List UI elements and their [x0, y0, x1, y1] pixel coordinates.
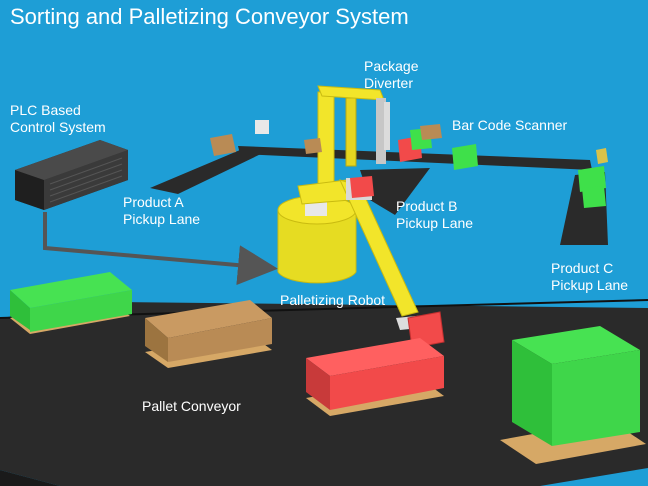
palletizing-robot-label: Palletizing Robot	[280, 292, 385, 309]
bar-code-scanner-label: Bar Code Scanner	[452, 117, 567, 134]
plc-control-system-label: PLC Based Control System	[10, 102, 106, 136]
label-line: Package	[364, 58, 419, 74]
pallet-load-3	[306, 338, 444, 416]
label-line: Pickup Lane	[396, 215, 474, 231]
label-line: Diverter	[364, 75, 414, 91]
pallet-load-2	[145, 300, 272, 368]
label-line: Product C	[551, 260, 614, 276]
sorting-packages	[210, 120, 608, 208]
control-signal-arrow	[43, 212, 278, 286]
product-b-lane-label: Product B Pickup Lane	[396, 198, 473, 232]
label-line: Product B	[396, 198, 458, 214]
label-line: PLC Based	[10, 102, 81, 118]
label-line: Palletizing Robot	[280, 292, 386, 308]
palletizing-robot	[277, 178, 445, 349]
label-line: Control System	[10, 119, 106, 135]
plc-cabinet	[15, 140, 128, 210]
package-diverter-label: Package Diverter	[364, 58, 418, 92]
label-line: Bar Code Scanner	[452, 117, 568, 133]
page-title: Sorting and Palletizing Conveyor System	[10, 4, 409, 29]
pallet-load-4	[500, 326, 646, 464]
product-a-lane-label: Product A Pickup Lane	[123, 194, 200, 228]
label-line: Pallet Conveyor	[142, 398, 241, 414]
pallet-load-1	[10, 272, 132, 334]
label-line: Pickup Lane	[551, 277, 629, 293]
pallet-conveyor-label: Pallet Conveyor	[142, 398, 241, 415]
label-line: Pickup Lane	[123, 211, 201, 227]
product-c-lane-label: Product C Pickup Lane	[551, 260, 628, 294]
label-line: Product A	[123, 194, 184, 210]
package-diverter	[317, 85, 390, 185]
